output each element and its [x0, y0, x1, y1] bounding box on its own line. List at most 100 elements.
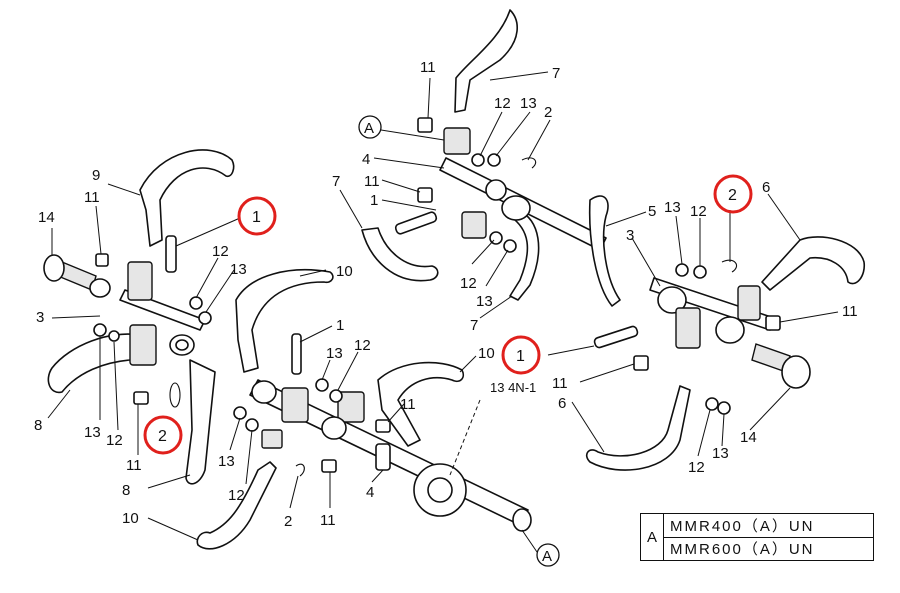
callout-10-bottom: 10 [122, 510, 139, 527]
top-nut-13 [487, 153, 501, 167]
center-washer-13 [315, 378, 329, 392]
callout-11-right: 11 [842, 303, 858, 320]
callout-7-top-low: 7 [470, 317, 478, 334]
callout-7-top-left: 7 [332, 173, 340, 190]
top-hub [443, 127, 471, 155]
ref-mark-a-bottom [536, 543, 560, 567]
callout-10-right-center: 10 [478, 345, 495, 362]
right-collar-2 [715, 316, 745, 344]
callout-13-top: 13 [520, 95, 537, 112]
left-bolt-11a [95, 253, 109, 267]
top-nut-13b [503, 239, 517, 253]
tine-7-top [454, 9, 518, 113]
right-knob [781, 355, 811, 389]
left-washer-12b [108, 330, 120, 342]
top-hub-2 [461, 211, 487, 239]
callout-11-left-top: 11 [84, 189, 100, 206]
callout-13-left-bottom: 13 [84, 424, 101, 441]
callout-12-right: 12 [690, 203, 707, 220]
callout-6-right-low: 6 [558, 395, 566, 412]
top-assembly [339, 9, 607, 319]
callout-11-center-low: 11 [320, 512, 336, 529]
callout-11-center-right: 11 [400, 396, 416, 413]
tine-8-left [47, 333, 141, 394]
left-knob-end [89, 278, 111, 298]
center-washer-13b [233, 406, 247, 420]
tine-7-left [361, 227, 439, 282]
callout-11-top-mid: 11 [364, 173, 380, 190]
ref-mark-a-top [358, 115, 382, 139]
callout-12-top-low: 12 [460, 275, 477, 292]
top-pin-1 [394, 211, 438, 235]
center-collar [251, 380, 277, 404]
ref-mark-a-top-label: A [364, 120, 374, 137]
callout-1-left: 1 [252, 209, 261, 226]
top-collar [501, 195, 531, 221]
callout-13-right-low: 13 [712, 445, 729, 462]
model-table-key: A [641, 514, 664, 560]
callout-1-center: 1 [336, 317, 344, 334]
callout-14-right: 14 [740, 429, 757, 446]
callout-13-right: 13 [664, 199, 681, 216]
right-bolt-11b [765, 315, 781, 331]
center-assembly [229, 269, 532, 532]
callout-12-right-low: 12 [688, 459, 705, 476]
callout-4-top: 4 [362, 151, 370, 168]
center-hub-2 [337, 391, 365, 423]
tine-10-bottom [196, 461, 277, 550]
callout-3-right: 3 [626, 227, 634, 244]
callout-13-4n1: 13 4N-1 [490, 380, 536, 395]
top-clip-2 [521, 157, 537, 169]
red-ring-1-center [501, 335, 541, 375]
reference-marks: A A [358, 115, 560, 567]
callout-8-left: 8 [34, 417, 42, 434]
callout-4-bottom: 4 [366, 484, 374, 501]
tine-6-right [761, 236, 866, 291]
tine-5 [588, 195, 621, 307]
callout-9: 9 [92, 167, 100, 184]
center-washer-12b [245, 418, 259, 432]
callout-12-top: 12 [494, 95, 511, 112]
tine-10-center [235, 269, 334, 373]
tine-9 [139, 149, 235, 247]
tine-10-right [377, 361, 465, 447]
center-bolt-11b [321, 459, 337, 473]
model-row-2: MMR600（A）UN [664, 536, 873, 561]
sprocket-hub [427, 477, 453, 503]
center-hub [281, 387, 309, 423]
callout-13-top-low: 13 [476, 293, 493, 310]
tine-6-low [585, 385, 691, 471]
callout-14-left: 14 [38, 209, 55, 226]
callout-6-right: 6 [762, 179, 770, 196]
right-hub-2 [737, 285, 761, 321]
callout-2-top: 2 [544, 104, 552, 121]
center-collar-2 [321, 416, 347, 440]
callout-3-left: 3 [36, 309, 44, 326]
callout-13-left-mid: 13 [230, 261, 247, 278]
callout-1-top-mid: 1 [370, 192, 378, 209]
right-assembly [547, 193, 866, 471]
right-bolt-11 [633, 355, 649, 371]
left-nut-13 [198, 311, 212, 325]
center-pin-low [375, 443, 391, 471]
model-row-1: MMR400（A）UN [670, 517, 815, 535]
left-washer-13b [93, 323, 107, 337]
callout-5: 5 [648, 203, 656, 220]
right-washer-13 [675, 263, 689, 277]
center-shaft-end [512, 508, 532, 532]
callout-12-left-mid: 12 [212, 243, 229, 260]
right-clip-2 [721, 259, 737, 273]
left-knob [43, 254, 65, 282]
top-bolt-11b [417, 187, 433, 203]
callout-12-left-bottom: 12 [106, 432, 123, 449]
callout-7-top: 7 [552, 65, 560, 82]
callout-13-center: 13 [326, 345, 343, 362]
right-washer-12 [693, 265, 707, 279]
callout-2-center-low: 2 [284, 513, 292, 530]
callout-10-center: 10 [336, 263, 353, 280]
callout-labels: 14 11 9 1 12 13 3 8 13 12 11 2 8 10 10 1… [34, 59, 858, 530]
right-collar [657, 286, 687, 314]
ref-mark-a-bottom-label: A [542, 548, 552, 565]
callout-11-top: 11 [420, 59, 436, 76]
